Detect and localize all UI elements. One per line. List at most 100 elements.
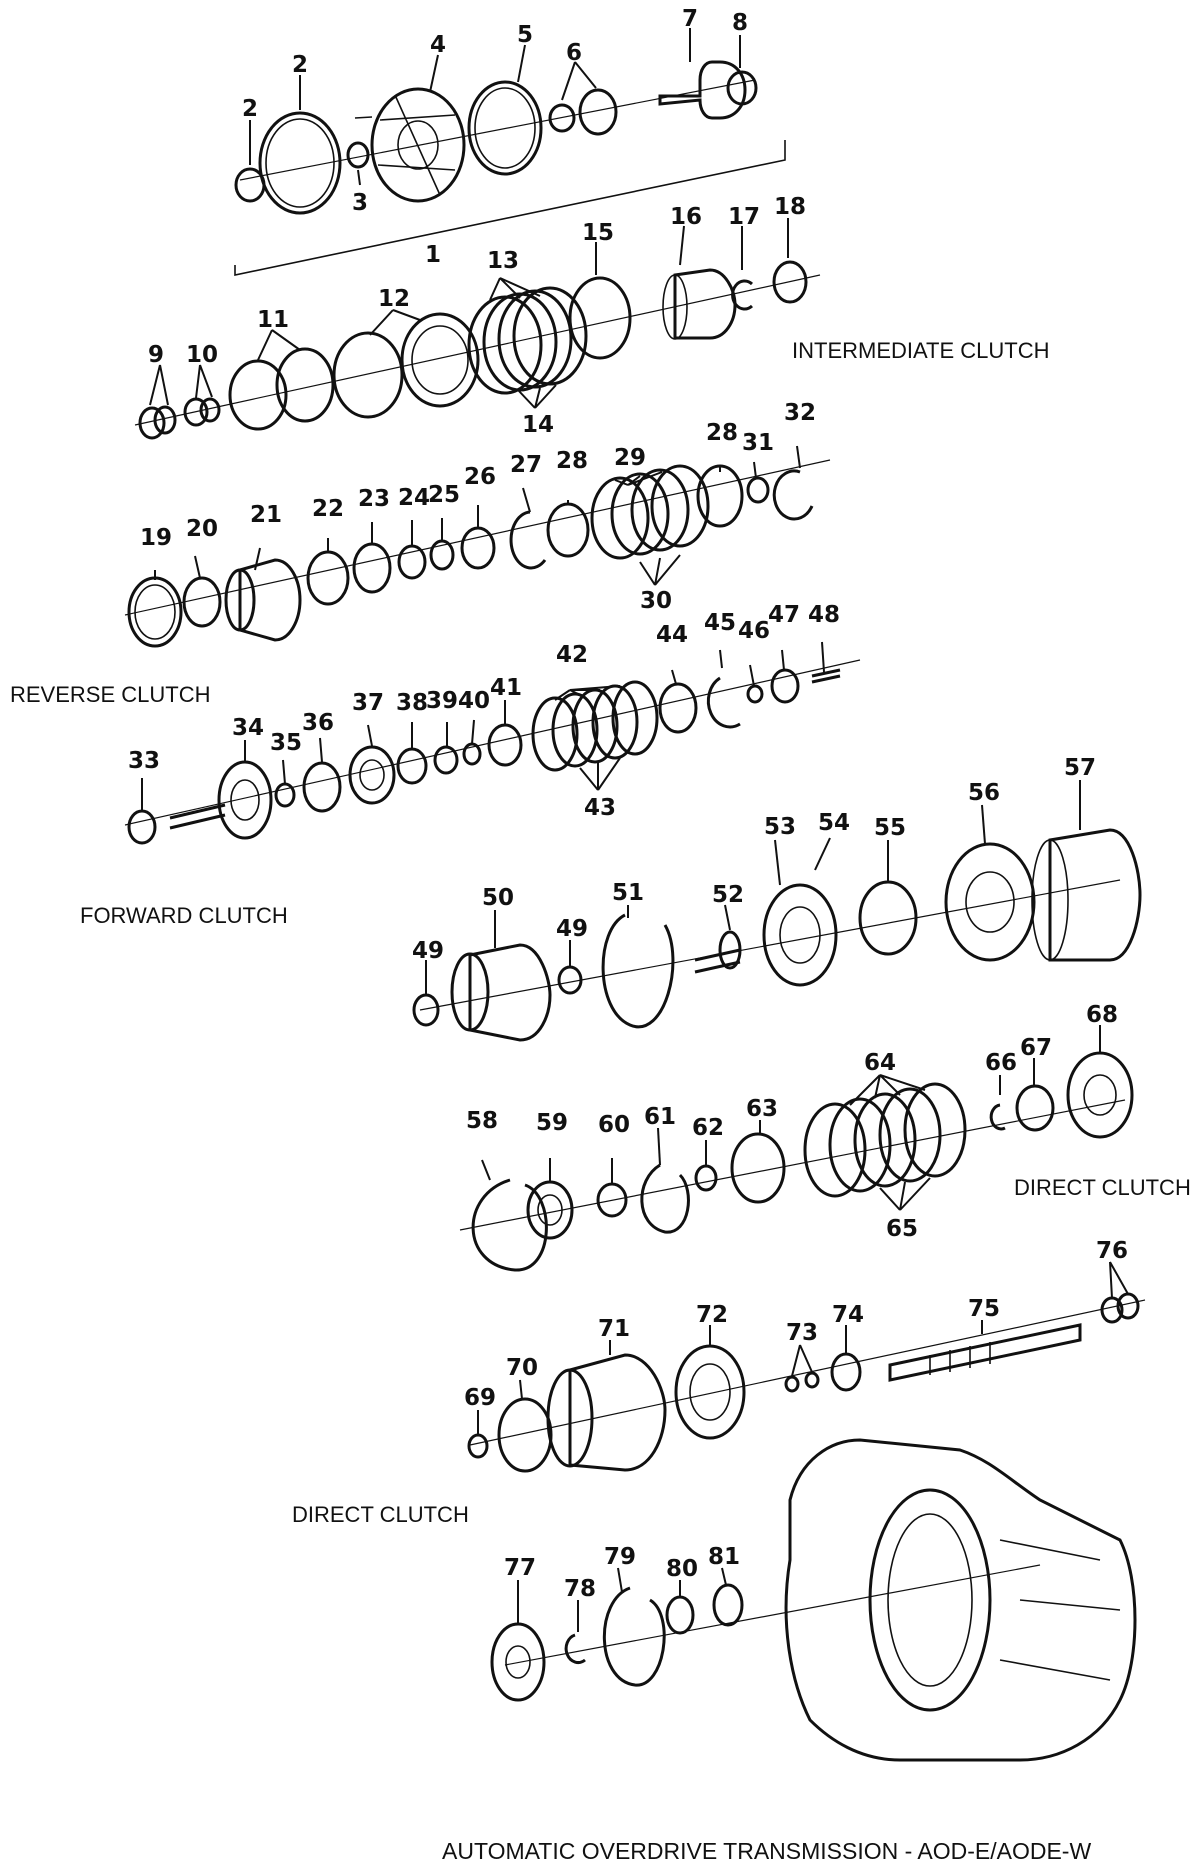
callout-43: 43 [584,795,616,821]
callout-29: 29 [614,445,646,471]
row-pump-assembly [234,60,786,276]
callout-81: 81 [708,1544,740,1570]
label-direct-clutch-b: DIRECT CLUTCH [292,1502,469,1527]
part-52-gear [718,930,742,970]
part-53-support-hub [779,906,821,964]
callout-3: 3 [352,190,368,216]
label-intermediate-clutch: INTERMEDIATE CLUTCH [792,338,1050,363]
part-47-bearing [770,668,800,704]
part-74-bearing [830,1352,862,1392]
part-64-plate-b [828,1097,892,1193]
part-50-drum-face [450,952,490,1032]
part-7-stator-support [658,60,747,120]
centerline [124,459,831,616]
part-55-ring [858,880,918,956]
callout-58: 58 [466,1108,498,1134]
part-46-ring [746,684,764,704]
part-37-ring-inner [359,759,385,791]
part-73-ring-a [784,1375,800,1393]
centerline [124,659,861,826]
callout-68: 68 [1086,1002,1118,1028]
case-ribs [999,1539,1121,1681]
part-39-ring [433,745,459,775]
part-43-plate-e [611,680,659,756]
callout-57: 57 [1064,755,1096,781]
callout-25: 25 [428,482,460,508]
callout-7: 7 [682,6,698,32]
part-72-planet-hub [689,1363,731,1421]
part-58-snap-ring [471,1178,548,1272]
part-10-seals-b [199,397,221,423]
callout-74: 74 [832,1302,864,1328]
part-11-ring-b [275,347,335,423]
callout-33: 33 [128,748,160,774]
callout-8: 8 [732,10,748,36]
callout-17: 17 [728,204,760,230]
part-42-plate-b [551,692,599,768]
part-15-plate [568,276,632,360]
callout-36: 36 [302,710,334,736]
part-81-seal [712,1583,744,1627]
callout-44: 44 [656,622,688,648]
part-65-plate-d [878,1087,942,1183]
callout-38: 38 [396,690,428,716]
callout-18: 18 [774,194,806,220]
part-34-shaft [169,803,226,830]
callout-37: 37 [352,690,384,716]
callout-59: 59 [536,1110,568,1136]
callout-79: 79 [604,1544,636,1570]
callout-14: 14 [522,412,554,438]
callout-34: 34 [232,715,264,741]
callout-2b: 2 [292,52,308,78]
part-62-ring [694,1164,718,1192]
part-35-ring [274,782,296,808]
part-29-plate-a [590,476,650,560]
callout-41: 41 [490,675,522,701]
part-68-piston [1066,1051,1134,1139]
part-66-snap-ring [989,1103,1006,1131]
part-42-plate-c [571,688,619,764]
callout-26: 26 [464,464,496,490]
part-56-housing-hub [965,871,1015,933]
part-38-ring [396,747,428,785]
part-75-splines [929,1342,991,1375]
callout-76: 76 [1096,1238,1128,1264]
part-57-band-face [1031,839,1069,961]
callout-51: 51 [612,880,644,906]
callout-24: 24 [398,485,430,511]
callout-28b: 28 [556,448,588,474]
callout-13: 13 [487,248,519,274]
callout-21: 21 [250,502,282,528]
callout-30: 30 [640,588,672,614]
label-direct-clutch-a: DIRECT CLUTCH [1014,1175,1191,1200]
part-34-gear [217,760,273,840]
callout-46: 46 [738,618,770,644]
callout-72: 72 [696,1302,728,1328]
callout-65: 65 [886,1216,918,1242]
part-72-planet [674,1344,746,1440]
part-12-piston-b-inner [411,325,469,395]
part-31-spring [746,476,770,504]
row-forward-clutch [124,659,861,845]
part-63-plate [730,1132,786,1204]
part-14-plate-d [512,286,588,386]
part-11-ring-a [228,359,288,431]
part-36-ring [302,761,342,813]
part-71-shell [568,1353,667,1472]
callout-42: 42 [556,642,588,668]
callout-15: 15 [582,220,614,246]
callout-49a: 49 [412,938,444,964]
callout-45: 45 [704,610,736,636]
part-78-snap-ring [564,1633,586,1664]
callout-61: 61 [644,1104,676,1130]
part-52-shaft [694,948,741,974]
callout-12: 12 [378,286,410,312]
part-19-ring-inner [134,584,176,640]
part-3-bushing [346,141,370,169]
part-71-shell-face [546,1368,594,1468]
callout-77: 77 [504,1555,536,1581]
part-53-support [762,883,838,987]
part-5-gasket-inner [474,87,536,169]
callout-9: 9 [148,342,164,368]
